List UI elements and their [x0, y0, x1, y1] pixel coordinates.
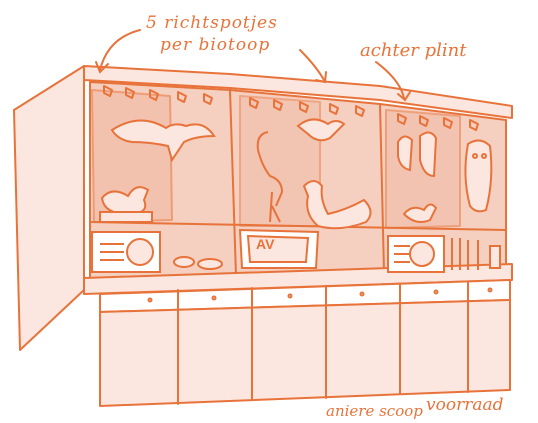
annotation-spotlights-line2: per biotoop: [160, 36, 270, 54]
television-icon: [240, 230, 318, 268]
annotation-voorraad: voorraad: [426, 396, 503, 414]
lower-cabinet: [100, 300, 510, 406]
arrow-spots: [100, 30, 140, 70]
loudspeaker-icon: [92, 232, 160, 272]
arrow-center: [300, 50, 324, 80]
owl-icon: [465, 140, 491, 211]
annotation-bottom-left: aniere scoop: [326, 402, 423, 420]
annotation-spotlights-line1: 5 richtspotjes: [146, 14, 278, 32]
left-side-panel: [14, 66, 84, 350]
loudspeaker-right-icon: [388, 236, 444, 272]
annotation-achter-plint: achter plint: [360, 42, 466, 60]
tv-screen-label: AV: [256, 236, 274, 252]
